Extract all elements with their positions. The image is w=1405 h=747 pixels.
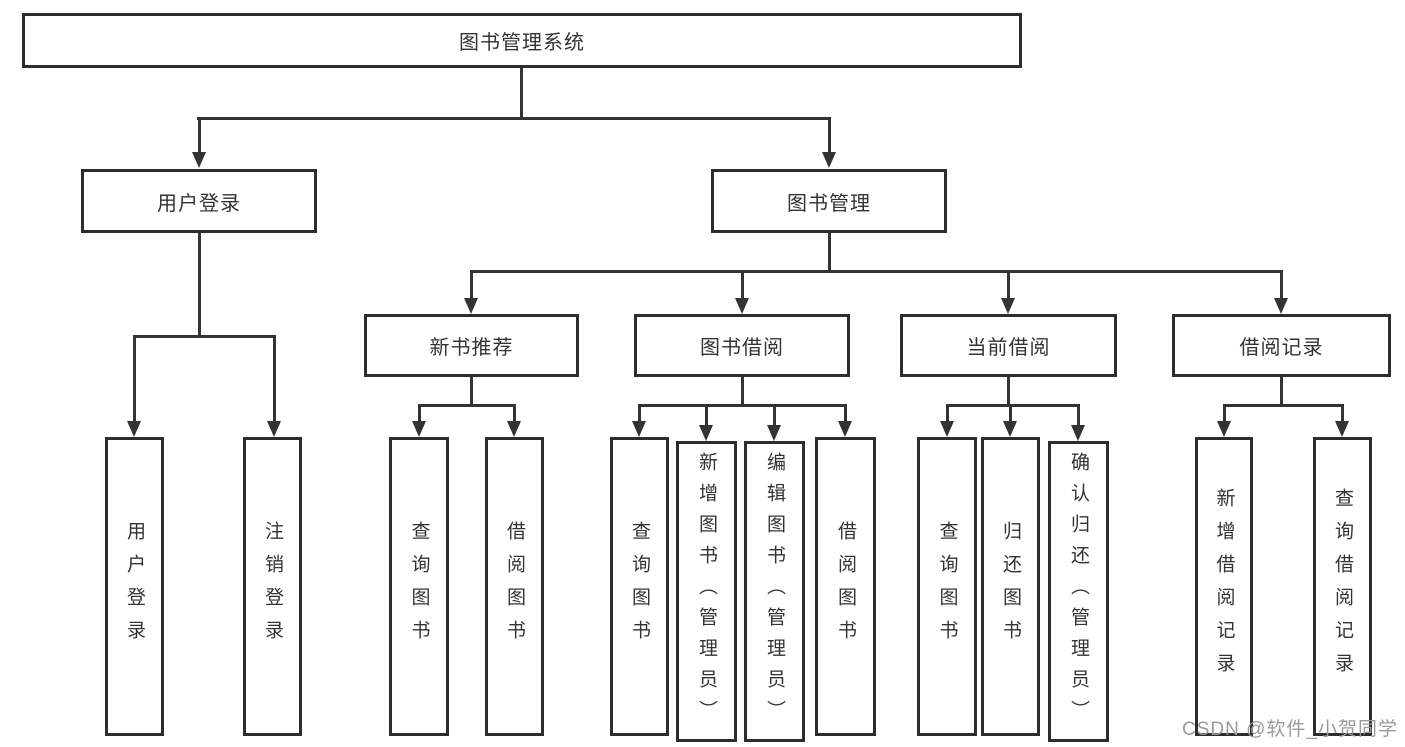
connector-line: [1341, 404, 1344, 423]
node-leaf-cb-return-books: 归还图书: [981, 437, 1040, 736]
node-new-book-recommend: 新书推荐: [364, 314, 579, 377]
arrow-down-icon: [822, 152, 836, 168]
arrow-down-icon: [1335, 421, 1349, 437]
arrow-down-icon: [464, 298, 478, 314]
connector-line: [1223, 404, 1344, 407]
connector-line: [1009, 404, 1012, 423]
leaf-label: 注销登录: [262, 520, 283, 653]
node-leaf-bb-add-books-admin: 新增图书（管理员）: [676, 441, 737, 742]
connector-line: [828, 117, 831, 154]
arrow-down-icon: [1217, 421, 1231, 437]
connector-line: [638, 404, 847, 407]
arrow-down-icon: [838, 421, 852, 437]
arrow-down-icon: [1071, 425, 1085, 441]
leaf-label: 查询图书: [936, 520, 958, 653]
leaf-label: 借阅图书: [835, 520, 856, 653]
arrow-down-icon: [267, 421, 281, 437]
leaf-label: 归还图书: [1000, 520, 1021, 653]
arrow-down-icon: [767, 425, 781, 441]
connector-line: [741, 377, 744, 406]
connector-line: [1223, 404, 1226, 423]
connector-line: [133, 335, 136, 423]
connector-line: [470, 270, 1282, 273]
leaf-label: 查询图书: [629, 520, 650, 653]
connector-line: [705, 404, 708, 427]
arrow-down-icon: [1274, 298, 1288, 314]
connector-line: [1007, 377, 1010, 406]
node-leaf-user-login: 用户登录: [105, 437, 164, 736]
connector-line: [470, 377, 473, 406]
connector-line: [828, 233, 831, 272]
connector-line: [773, 404, 776, 427]
node-leaf-bb-edit-books-admin: 编辑图书（管理员）: [744, 441, 805, 742]
connector-line: [1077, 404, 1080, 427]
connector-line: [946, 404, 949, 423]
arrow-down-icon: [940, 421, 954, 437]
connector-line: [946, 404, 1080, 407]
arrow-down-icon: [632, 421, 646, 437]
connector-line: [513, 404, 516, 423]
connector-line: [418, 404, 421, 423]
node-leaf-logout: 注销登录: [243, 437, 302, 736]
connector-line: [638, 404, 641, 423]
node-leaf-cb-query-books: 查询图书: [917, 437, 977, 736]
node-leaf-bb-query-books: 查询图书: [610, 437, 669, 736]
connector-line: [198, 117, 201, 154]
connector-line: [1280, 270, 1283, 300]
connector-line: [1280, 377, 1283, 406]
node-leaf-br-add-record: 新增借阅记录: [1195, 437, 1253, 736]
arrow-down-icon: [735, 298, 749, 314]
connector-line: [133, 335, 275, 338]
leaf-label: 确认归还（管理员）: [1068, 452, 1089, 731]
arrow-down-icon: [699, 425, 713, 441]
leaf-label: 新增图书（管理员）: [696, 452, 717, 731]
leaf-label: 用户登录: [124, 520, 145, 653]
node-leaf-bb-borrow-books: 借阅图书: [815, 437, 876, 736]
connector-line: [197, 117, 831, 120]
arrow-down-icon: [507, 421, 521, 437]
arrow-down-icon: [192, 152, 206, 168]
connector-line: [470, 270, 473, 300]
leaf-label: 查询借阅记录: [1332, 487, 1353, 686]
connector-line: [1007, 270, 1010, 300]
node-current-borrowing: 当前借阅: [900, 314, 1117, 377]
node-book-management: 图书管理: [711, 169, 947, 233]
connector-line: [273, 335, 276, 423]
node-user-login: 用户登录: [81, 169, 317, 233]
watermark: CSDN @软件_小贺同学: [1182, 719, 1398, 740]
arrow-down-icon: [127, 421, 141, 437]
connector-line: [520, 68, 523, 118]
connector-line: [741, 270, 744, 300]
node-book-borrowing: 图书借阅: [634, 314, 850, 377]
arrow-down-icon: [1003, 421, 1017, 437]
connector-line: [844, 404, 847, 423]
arrow-down-icon: [412, 421, 426, 437]
leaf-label: 编辑图书（管理员）: [764, 452, 785, 731]
node-root: 图书管理系统: [22, 13, 1022, 68]
leaf-label: 借阅图书: [504, 520, 525, 653]
leaf-label: 新增借阅记录: [1213, 487, 1235, 686]
connector-line: [198, 233, 201, 337]
leaf-label: 查询图书: [408, 520, 430, 653]
node-borrow-records: 借阅记录: [1172, 314, 1391, 377]
node-leaf-cb-confirm-return-admin: 确认归还（管理员）: [1048, 441, 1109, 742]
node-leaf-nb-query-books: 查询图书: [389, 437, 449, 736]
node-leaf-br-query-record: 查询借阅记录: [1313, 437, 1372, 736]
connector-line: [418, 404, 516, 407]
node-leaf-nb-borrow-books: 借阅图书: [485, 437, 544, 736]
arrow-down-icon: [1001, 298, 1015, 314]
